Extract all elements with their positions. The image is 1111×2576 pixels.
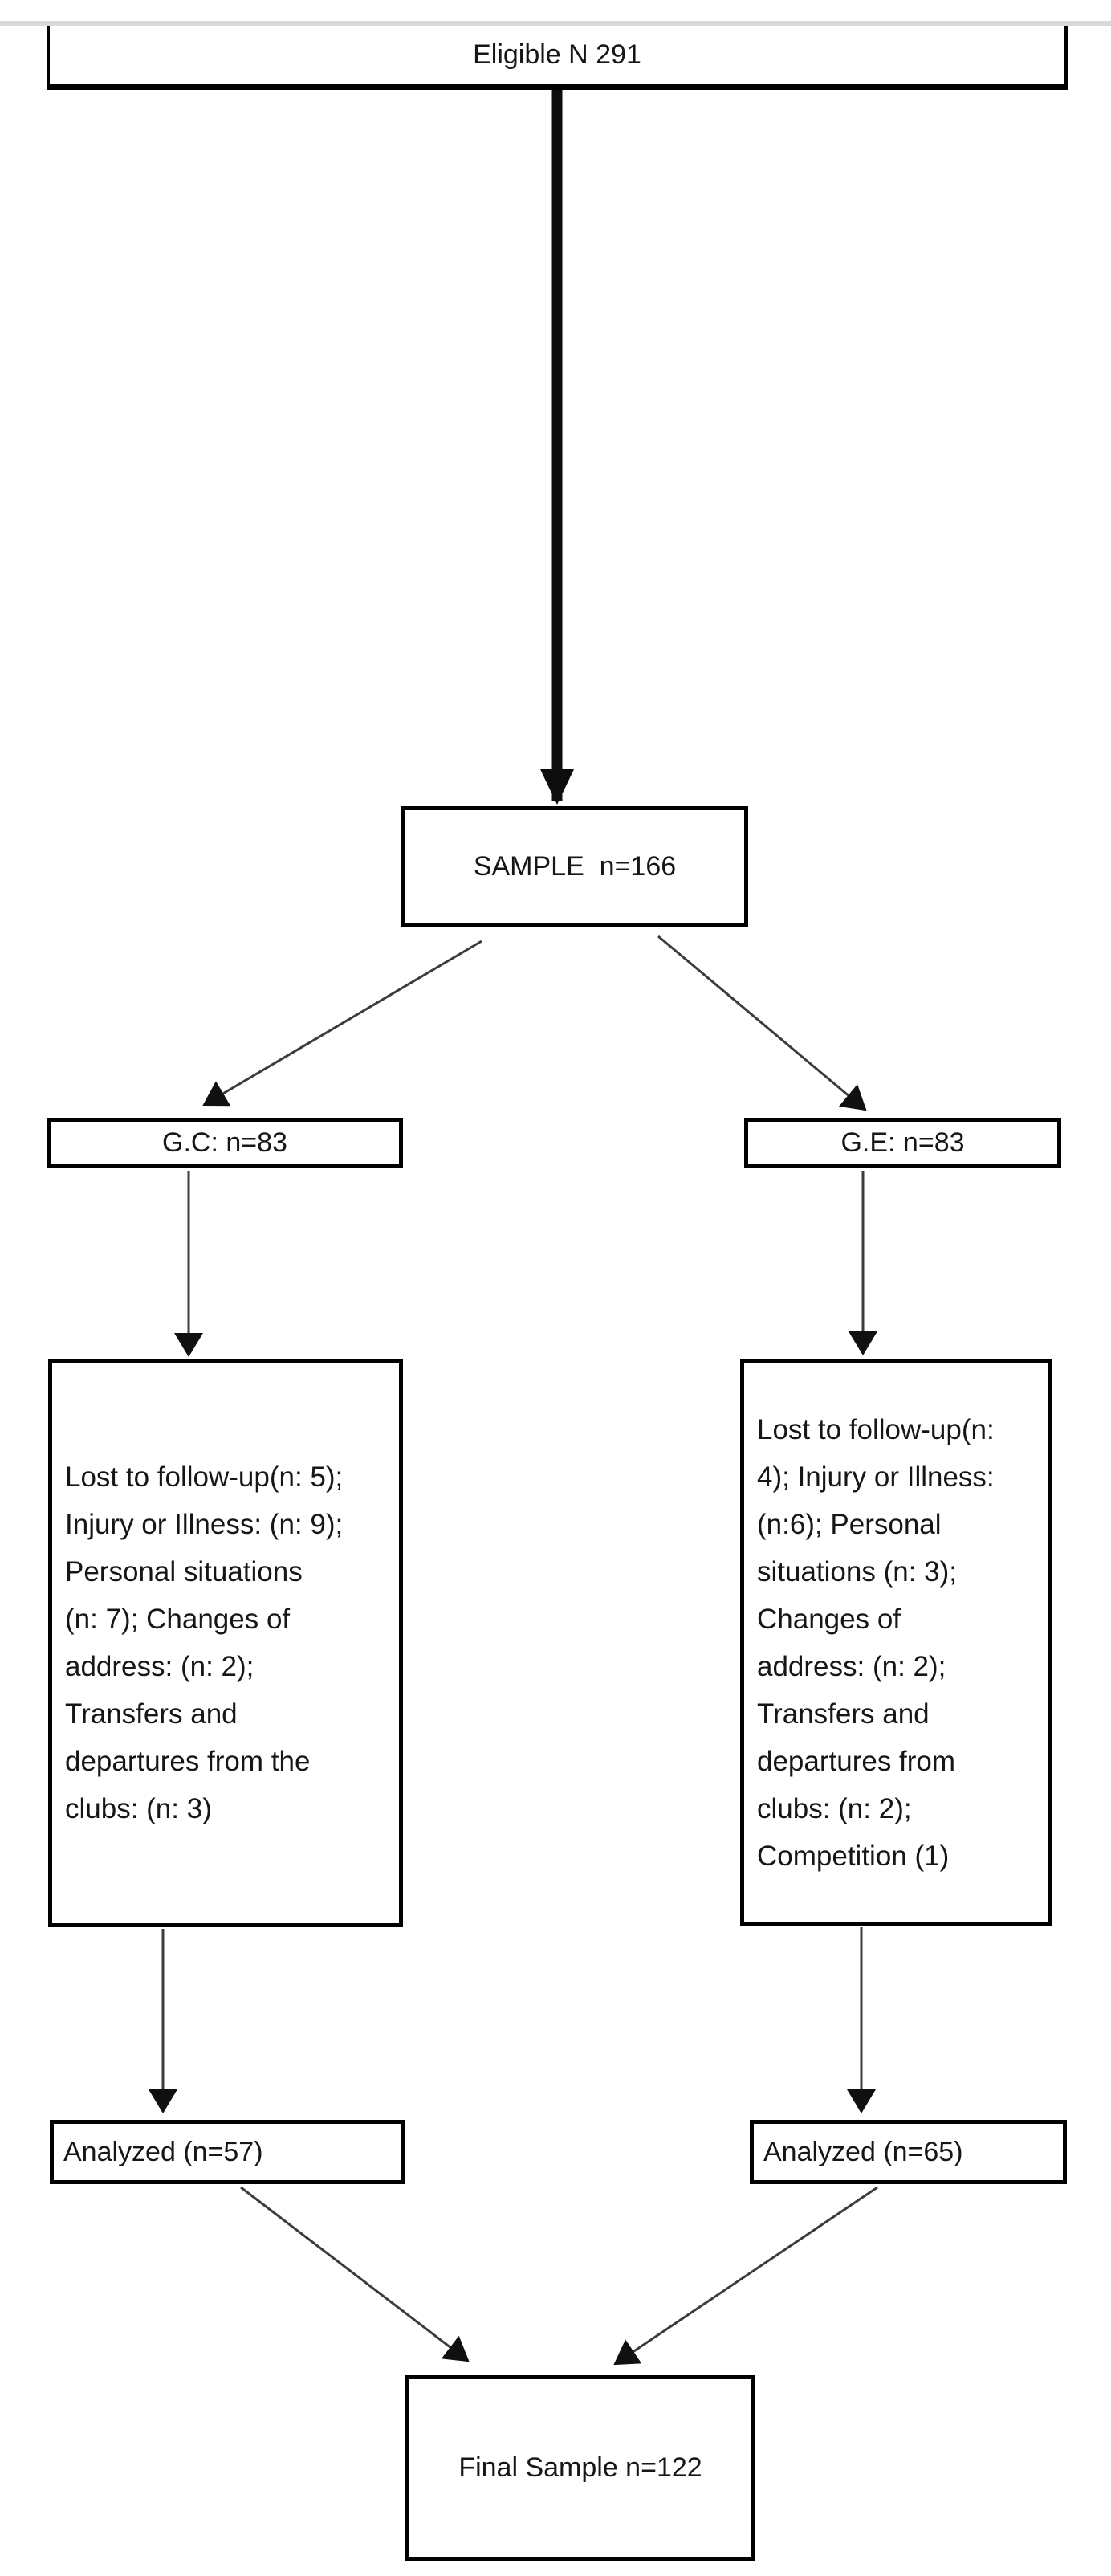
node-eligible: Eligible N 291 (47, 22, 1068, 90)
node-sample-label: SAMPLE n=166 (473, 850, 677, 882)
node-sample: SAMPLE n=166 (401, 806, 748, 927)
node-ge-label: G.E: n=83 (840, 1127, 965, 1159)
top-edge-strip (0, 21, 1111, 26)
node-ge-exclusions-text: Lost to follow-up(n: 4); Injury or Illne… (757, 1413, 995, 1872)
node-final-sample: Final Sample n=122 (405, 2375, 755, 2561)
node-gc-exclusions: Lost to follow-up(n: 5); Injury or Illne… (48, 1359, 403, 1927)
node-analyzed-gc: Analyzed (n=57) (50, 2120, 405, 2184)
node-ge: G.E: n=83 (744, 1118, 1061, 1168)
node-analyzed-ge: Analyzed (n=65) (750, 2120, 1067, 2184)
node-gc: G.C: n=83 (47, 1118, 403, 1168)
node-ge-exclusions: Lost to follow-up(n: 4); Injury or Illne… (740, 1359, 1052, 1926)
arrow-sample-to-gc (202, 940, 482, 1107)
arrow-analyzed-ge-to-final (613, 2186, 878, 2366)
node-gc-exclusions-text: Lost to follow-up(n: 5); Injury or Illne… (65, 1461, 344, 1824)
arrow-analyzed-gc-to-final (240, 2186, 470, 2362)
node-final-sample-label: Final Sample n=122 (458, 2452, 702, 2484)
node-gc-label: G.C: n=83 (162, 1127, 287, 1159)
node-eligible-label: Eligible N 291 (473, 39, 641, 71)
arrow-sample-to-ge (657, 935, 867, 1111)
node-analyzed-gc-label: Analyzed (n=57) (63, 2136, 263, 2167)
node-analyzed-ge-label: Analyzed (n=65) (763, 2136, 963, 2167)
